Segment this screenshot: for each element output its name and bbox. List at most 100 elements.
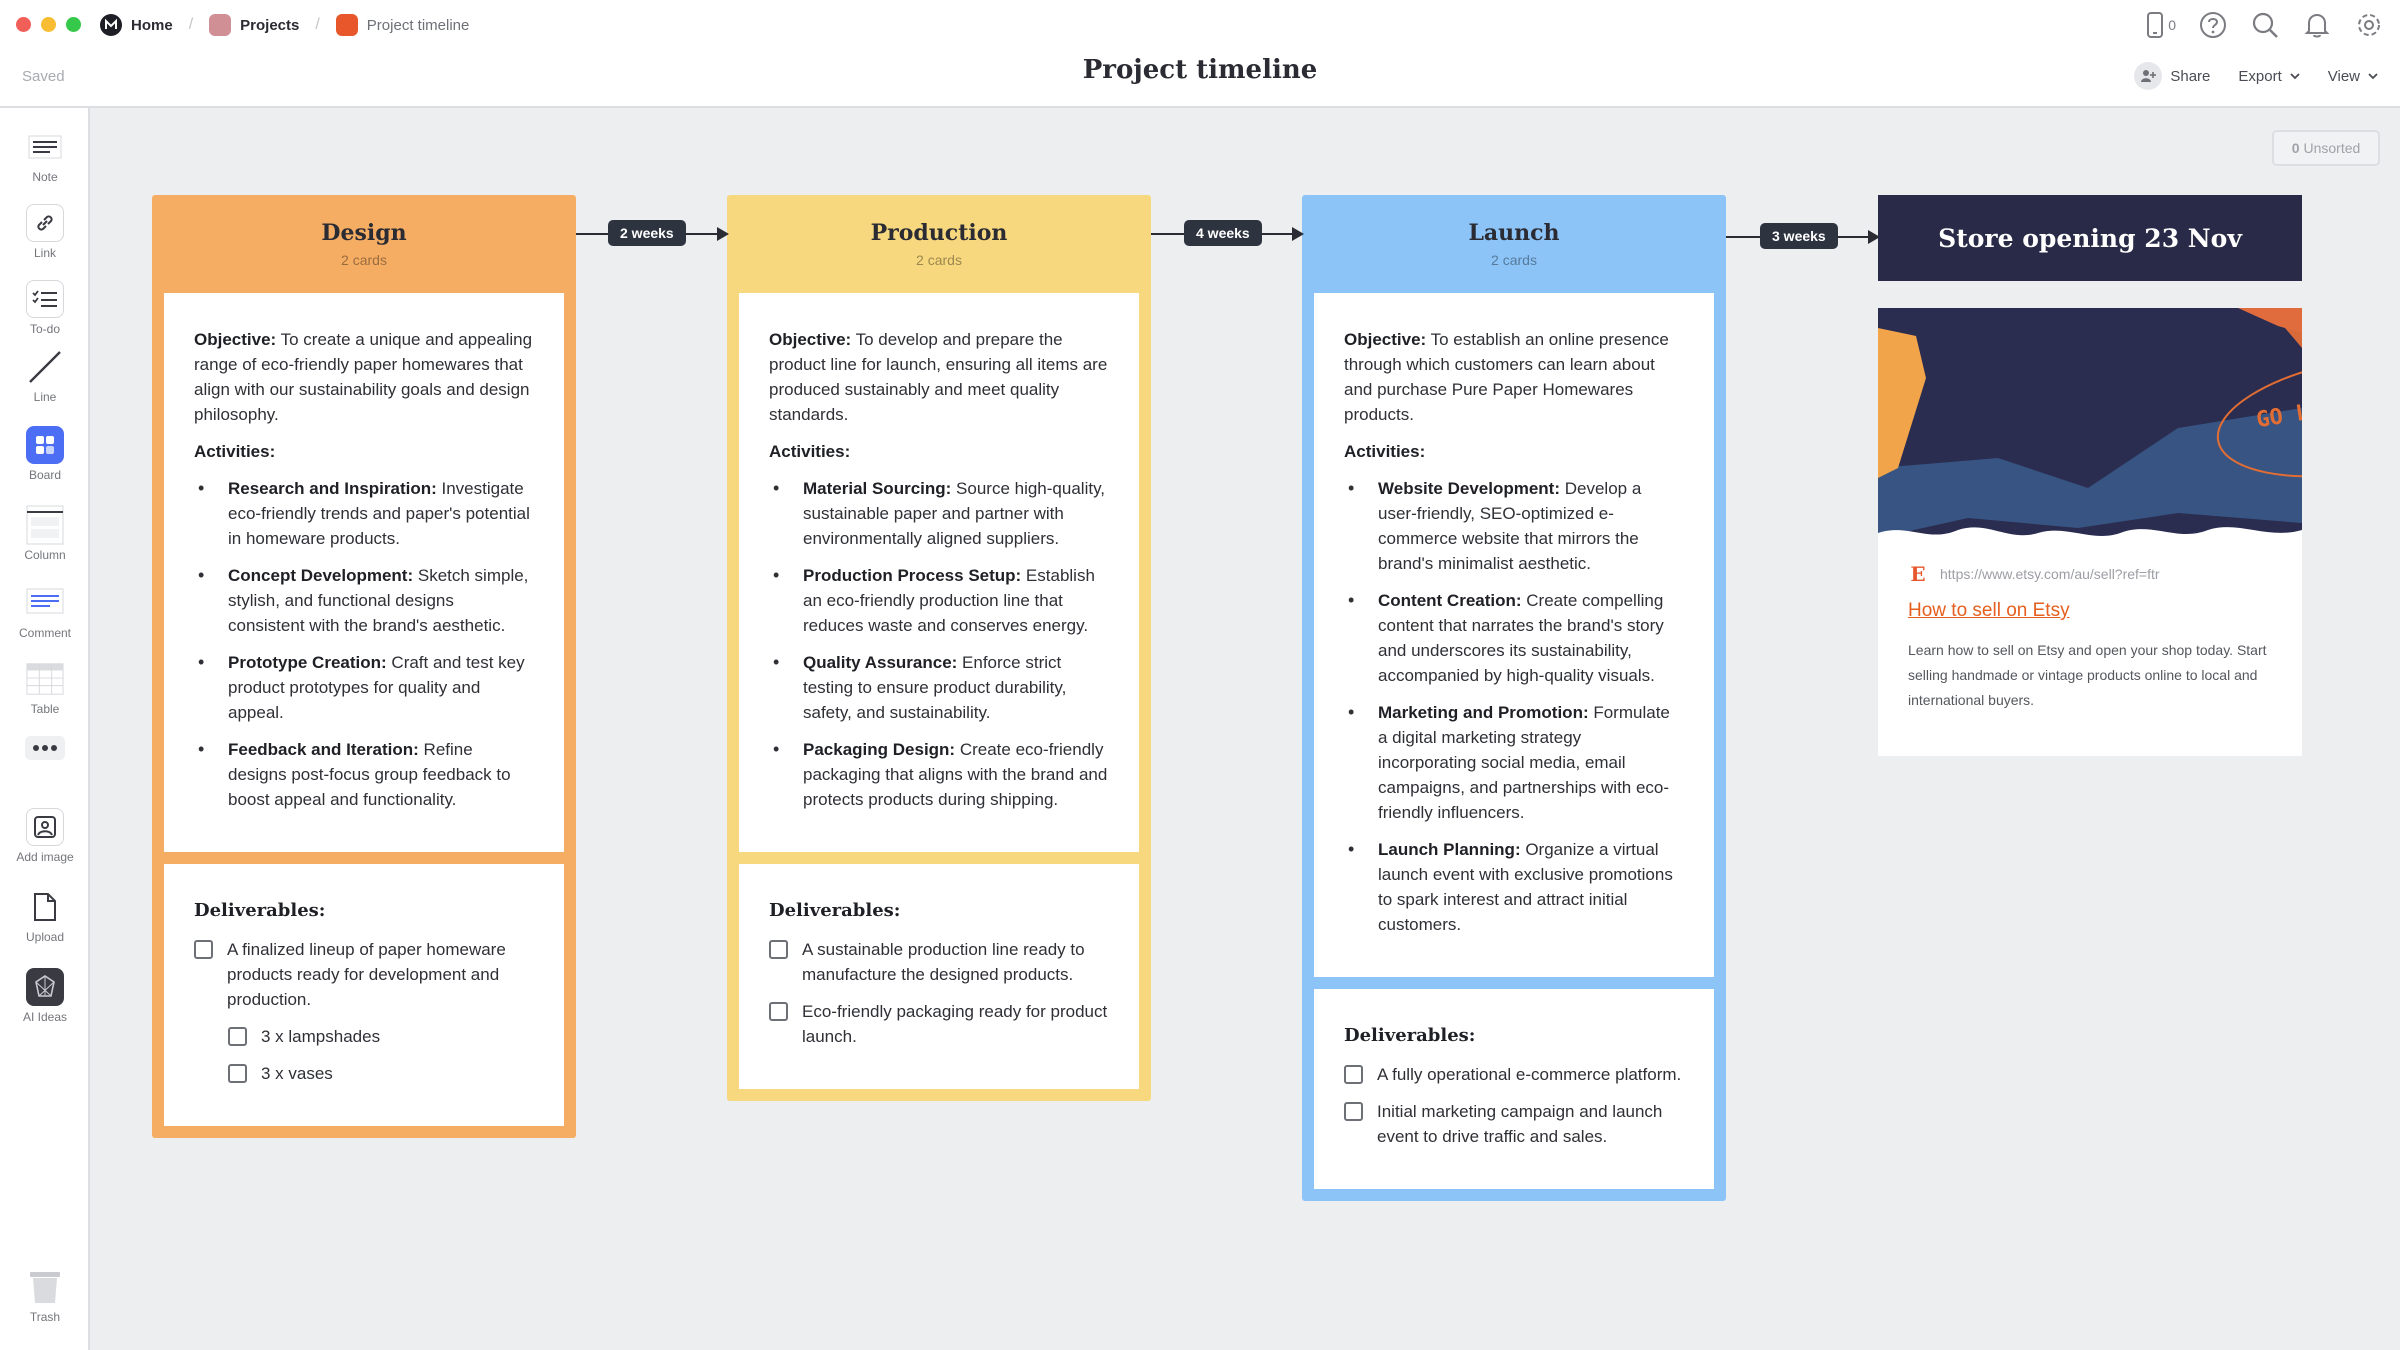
link-icon — [26, 204, 64, 242]
note-card[interactable]: Objective: To establish an online presen… — [1314, 293, 1714, 977]
settings-button[interactable] — [2354, 10, 2384, 40]
store-opening-card[interactable]: Store opening 23 Nov — [1878, 195, 2302, 281]
todo-item: 3 x vases — [194, 1061, 534, 1086]
tool-label: Table — [30, 702, 60, 716]
devices-button[interactable]: 0 — [2146, 12, 2176, 38]
breadcrumb-home[interactable]: Home — [100, 14, 173, 36]
page-title[interactable]: Project timeline — [1082, 55, 1318, 85]
checkbox[interactable] — [1344, 1102, 1363, 1121]
breadcrumb-projects[interactable]: Projects — [209, 14, 299, 36]
tool-comment[interactable]: Comment — [0, 584, 90, 640]
upload-icon — [26, 888, 64, 926]
comment-icon — [26, 584, 64, 622]
unsorted-button[interactable]: 0 Unsorted — [2272, 130, 2380, 166]
share-button[interactable]: Share — [2134, 62, 2210, 90]
tool-todo[interactable]: To-do — [0, 280, 90, 336]
close-window-button[interactable] — [16, 17, 31, 32]
tool-label: Comment — [18, 626, 71, 640]
notifications-button[interactable] — [2302, 10, 2332, 40]
tool-column[interactable]: Column — [0, 505, 90, 562]
header-actions: Share Export View — [2134, 62, 2378, 90]
arrowhead — [1292, 227, 1304, 241]
column-header[interactable]: Launch 2 cards — [1314, 195, 1714, 293]
gear-icon — [2358, 14, 2380, 36]
tool-line[interactable]: Line — [0, 348, 90, 404]
todo-card[interactable]: Deliverables: A fully operational e-comm… — [1314, 989, 1714, 1189]
tool-link[interactable]: Link — [0, 204, 90, 260]
trash-button[interactable]: Trash — [0, 1268, 90, 1324]
export-menu[interactable]: Export — [2238, 68, 2300, 85]
table-icon — [26, 660, 64, 698]
tool-note[interactable]: Note — [0, 128, 90, 184]
help-icon — [2200, 12, 2226, 38]
etsy-logo-icon: E — [1908, 562, 1928, 586]
checkbox[interactable] — [228, 1064, 247, 1083]
column-design[interactable]: Design 2 cards Objective: To create a un… — [152, 195, 576, 1138]
checkbox[interactable] — [228, 1027, 247, 1046]
milanote-logo-icon — [100, 14, 122, 36]
tool-label: Column — [24, 548, 66, 562]
tool-board[interactable]: Board — [0, 426, 90, 482]
column-card-count: 2 cards — [341, 252, 387, 268]
objective: Objective: To establish an online presen… — [1344, 330, 1669, 424]
objective: Objective: To develop and prepare the pr… — [769, 330, 1108, 424]
checkbox[interactable] — [1344, 1065, 1363, 1084]
link-card[interactable]: GO LIVE! E https://www.etsy.com/au/sell?… — [1878, 308, 2302, 756]
breadcrumb-separator: / — [315, 16, 320, 33]
search-icon — [2252, 12, 2278, 38]
device-count: 0 — [2168, 17, 2176, 33]
search-button[interactable] — [2250, 10, 2280, 40]
activities-heading: Activities: — [769, 442, 851, 461]
todo-card[interactable]: Deliverables: A sustainable production l… — [739, 864, 1139, 1089]
checkbox[interactable] — [769, 1002, 788, 1021]
tool-upload[interactable]: Upload — [0, 888, 90, 944]
column-launch[interactable]: Launch 2 cards Objective: To establish a… — [1302, 195, 1726, 1201]
connector-label[interactable]: 3 weeks — [1760, 223, 1838, 249]
column-title: Production — [870, 220, 1008, 246]
link-url[interactable]: https://www.etsy.com/au/sell?ref=ftr — [1940, 566, 2160, 582]
list-item: Feedback and Iteration: Refine designs p… — [194, 737, 534, 812]
column-header[interactable]: Design 2 cards — [164, 195, 564, 293]
trash-label: Trash — [29, 1310, 61, 1324]
add-image-icon — [26, 808, 64, 846]
projects-board-icon — [209, 14, 232, 36]
saved-status: Saved — [22, 68, 65, 85]
add-user-icon — [2134, 62, 2163, 90]
trash-icon — [26, 1268, 64, 1306]
todo-card[interactable]: Deliverables: A finalized lineup of pape… — [164, 864, 564, 1126]
note-card[interactable]: Objective: To create a unique and appeal… — [164, 293, 564, 852]
window-controls — [16, 17, 81, 32]
column-header[interactable]: Production 2 cards — [739, 195, 1139, 293]
todo-icon — [26, 280, 64, 318]
maximize-window-button[interactable] — [66, 17, 81, 32]
checkbox[interactable] — [194, 940, 213, 959]
help-button[interactable] — [2198, 10, 2228, 40]
column-card-count: 2 cards — [1491, 252, 1537, 268]
line-icon — [26, 348, 64, 386]
checkbox[interactable] — [769, 940, 788, 959]
note-card[interactable]: Objective: To develop and prepare the pr… — [739, 293, 1139, 852]
tool-table[interactable]: Table — [0, 660, 90, 716]
tool-add-image[interactable]: Add image — [0, 808, 90, 864]
breadcrumb: Home / Projects / Project timeline — [100, 12, 469, 38]
connector-label[interactable]: 2 weeks — [608, 220, 686, 246]
list-item: Prototype Creation: Craft and test key p… — [194, 650, 534, 725]
unsorted-label: Unsorted — [2303, 140, 2361, 156]
column-card-count: 2 cards — [916, 252, 962, 268]
tool-ai-ideas[interactable]: AI Ideas — [0, 968, 90, 1024]
tool-label: Line — [33, 390, 57, 404]
view-menu[interactable]: View — [2328, 68, 2378, 85]
tool-label: Upload — [25, 930, 65, 944]
todo-item: A fully operational e-commerce platform. — [1344, 1062, 1684, 1087]
column-production[interactable]: Production 2 cards Objective: To develop… — [727, 195, 1151, 1101]
breadcrumb-current[interactable]: Project timeline — [335, 14, 469, 36]
tool-label: Note — [32, 170, 58, 184]
minimize-window-button[interactable] — [41, 17, 56, 32]
connector-label[interactable]: 4 weeks — [1184, 220, 1262, 246]
list-item: Marketing and Promotion: Formulate a dig… — [1344, 700, 1684, 825]
tool-more[interactable] — [0, 736, 90, 760]
link-title[interactable]: How to sell on Etsy — [1908, 600, 2070, 621]
list-item: Research and Inspiration: Investigate ec… — [194, 476, 534, 551]
deliverables-heading: Deliverables: — [1344, 1025, 1476, 1046]
todo-item: 3 x lampshades — [194, 1024, 534, 1049]
